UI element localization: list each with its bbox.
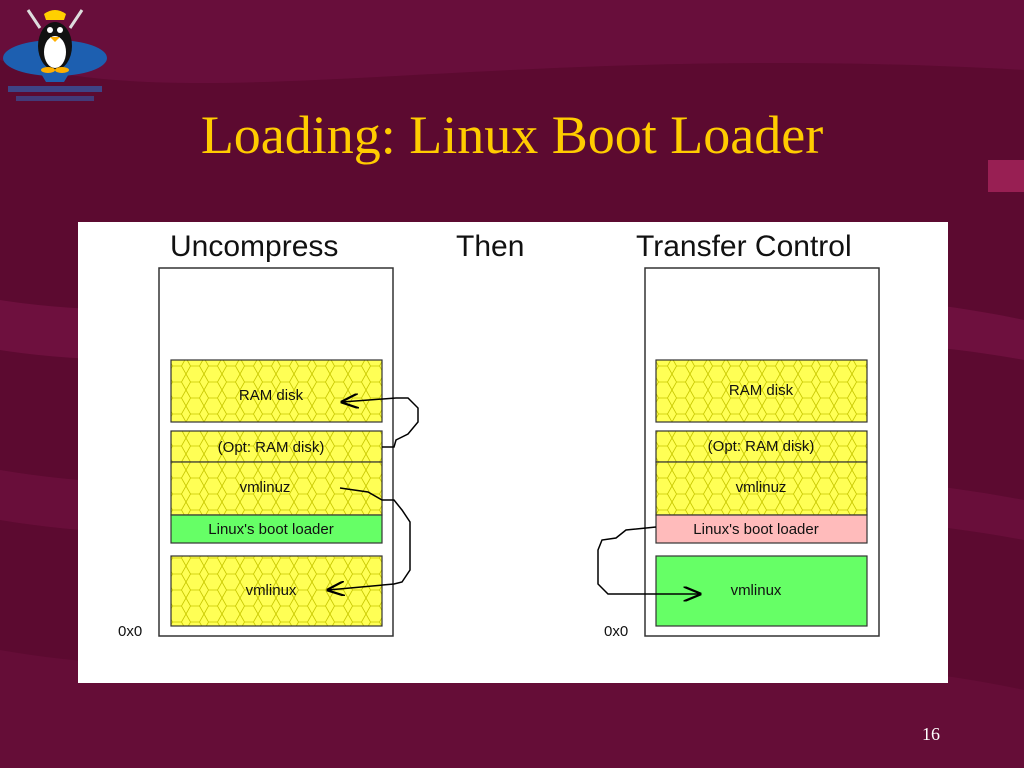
header-uncompress: Uncompress [170,230,338,263]
block-label: (Opt: RAM disk) [708,438,815,455]
right-block-ram-disk: RAM disk [655,359,868,423]
arrow-boot-loader-to-vmlinux [597,526,700,594]
block-label: vmlinux [731,582,782,599]
diagram-canvas: Uncompress Then Transfer Control RAM dis… [118,230,880,640]
right-block-opt-ram-disk: (Opt: RAM disk) [655,430,868,463]
right-base-address: 0x0 [604,623,628,640]
left-block-opt-ram-disk: (Opt: RAM disk) [170,430,383,463]
penguin-logo-icon [3,9,107,101]
block-label: vmlinuz [240,479,291,496]
header-transfer-control: Transfer Control [636,230,852,263]
right-block-vmlinuz: vmlinuz [655,461,868,516]
block-label: Linux's boot loader [693,521,818,538]
page-number: 16 [922,724,940,744]
left-block-ram-disk: RAM disk [170,359,383,423]
boot-loader-diagram: Uncompress Then Transfer Control RAM dis… [78,222,948,683]
left-base-address: 0x0 [118,623,142,640]
block-label: (Opt: RAM disk) [218,439,325,456]
arrow-opt-ram-to-ram-disk [342,398,419,448]
left-block-boot-loader: Linux's boot loader [170,514,383,544]
block-label: RAM disk [729,382,794,399]
right-block-boot-loader: Linux's boot loader [655,514,868,544]
slide-title: Loading: Linux Boot Loader [200,105,824,165]
header-then: Then [456,230,524,263]
block-label: RAM disk [239,387,304,404]
block-label: Linux's boot loader [208,521,333,538]
block-label: vmlinuz [736,479,787,496]
left-block-vmlinuz: vmlinuz [170,461,383,516]
left-block-vmlinux: vmlinux [170,555,383,627]
block-label: vmlinux [246,582,297,599]
arrow-vmlinuz-to-vmlinux [328,487,411,590]
right-block-vmlinux: vmlinux [655,555,868,627]
